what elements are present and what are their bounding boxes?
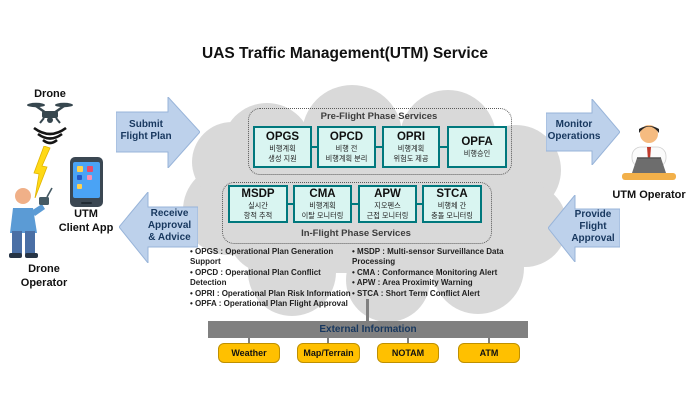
drone-operator-label: Drone Operator xyxy=(20,263,68,289)
service-desc: 실시간 항적 추적 xyxy=(243,201,273,220)
utm-operator-icon xyxy=(622,125,676,180)
legend-item: STCA : Short Term Conflict Alert xyxy=(352,289,542,299)
service-code: STCA xyxy=(436,188,468,201)
receive-approval-arrow: Receive Approval & Advice xyxy=(119,192,198,263)
in-flight-group xyxy=(222,182,492,244)
legend-right-column: MSDP : Multi-sensor Surveillance Data Pr… xyxy=(352,247,542,299)
legend-item: OPFA : Operational Plan Flight Approval xyxy=(190,299,356,309)
utm-operator-label: UTM Operator xyxy=(612,189,686,201)
pre-flight-group xyxy=(248,108,512,175)
service-code: OPGS xyxy=(265,131,300,144)
service-desc: 비행승인 xyxy=(463,148,491,158)
service-code: OPCD xyxy=(329,131,364,144)
service-code: OPRI xyxy=(396,131,426,144)
service-code: OPFA xyxy=(461,135,493,148)
legend-item: OPGS : Operational Plan Generation Suppo… xyxy=(190,247,356,268)
service-code: CMA xyxy=(309,188,336,201)
arrow-label: Provide Flight Approval xyxy=(571,209,615,244)
legend-left-column: OPGS : Operational Plan Generation Suppo… xyxy=(190,247,356,309)
source-box-notam: NOTAM xyxy=(377,343,439,363)
arrow-label: Monitor Operations xyxy=(547,119,601,142)
drone-icon xyxy=(27,102,73,145)
service-box-stca: STCA 비행체 간 충돌 모니터링 xyxy=(422,185,482,223)
external-information-bar: External Information xyxy=(208,321,528,338)
service-desc: 비행 전 비행계획 분리 xyxy=(325,144,368,163)
service-box-opfa: OPFA 비행승인 xyxy=(447,126,507,168)
left-arrow-icon xyxy=(548,195,620,262)
source-label: ATM xyxy=(479,348,499,358)
service-desc: 비행계획 생성 지원 xyxy=(268,144,297,163)
arrow-label: Receive Approval & Advice xyxy=(147,208,192,243)
service-desc: 비행계획 위험도 제공 xyxy=(393,144,429,163)
service-desc: 비행체 간 충돌 모니터링 xyxy=(431,201,473,220)
right-arrow-icon xyxy=(116,97,200,168)
lightning-icon xyxy=(33,146,51,198)
cloud-to-bar-connector xyxy=(366,299,369,321)
legend-item: MSDP : Multi-sensor Surveillance Data Pr… xyxy=(352,247,542,268)
service-desc: 지오펜스 근접 모니터링 xyxy=(366,201,409,220)
in-flight-group-label: In-Flight Phase Services xyxy=(301,228,411,239)
source-box-weather: Weather xyxy=(218,343,280,363)
service-box-apw: APW 지오펜스 근접 모니터링 xyxy=(358,185,417,223)
external-information-label: External Information xyxy=(319,324,417,335)
service-box-msdp: MSDP 실시간 항적 추적 xyxy=(228,185,288,223)
service-box-opri: OPRI 비행계획 위험도 제공 xyxy=(382,126,440,168)
provide-flight-approval-arrow: Provide Flight Approval xyxy=(548,195,620,262)
service-code: MSDP xyxy=(241,188,275,201)
drone-label: Drone xyxy=(34,88,66,100)
monitor-operations-arrow: Monitor Operations xyxy=(546,99,620,165)
page-title: UAS Traffic Management(UTM) Service xyxy=(202,45,488,62)
utm-client-app-label: UTM Client App xyxy=(58,208,114,234)
legend-item: OPRI : Operational Plan Risk Information xyxy=(190,289,356,299)
service-box-opcd: OPCD 비행 전 비행계획 분리 xyxy=(317,126,376,168)
source-label: Map/Terrain xyxy=(303,348,354,358)
source-label: NOTAM xyxy=(391,348,425,358)
right-arrow-icon xyxy=(546,99,620,165)
service-box-cma: CMA 비행계획 이탈 모니터링 xyxy=(293,185,352,223)
legend-item: CMA : Conformance Monitoring Alert xyxy=(352,268,542,278)
service-desc: 비행계획 이탈 모니터링 xyxy=(301,201,344,220)
arrow-label: Submit Flight Plan xyxy=(120,119,172,142)
submit-flight-plan-arrow: Submit Flight Plan xyxy=(116,97,200,168)
legend-item: APW : Area Proximity Warning xyxy=(352,278,542,288)
source-box-atm: ATM xyxy=(458,343,520,363)
source-label: Weather xyxy=(231,348,267,358)
source-box-map-terrain: Map/Terrain xyxy=(297,343,360,363)
service-box-opgs: OPGS 비행계획 생성 지원 xyxy=(253,126,312,168)
pre-flight-group-label: Pre-Flight Phase Services xyxy=(320,111,438,122)
left-arrow-icon xyxy=(119,192,198,263)
smartphone-icon xyxy=(70,157,103,207)
service-code: APW xyxy=(374,188,401,201)
drone-operator-icon xyxy=(9,187,53,258)
legend-item: OPCD : Operational Plan Conflict Detecti… xyxy=(190,268,356,289)
